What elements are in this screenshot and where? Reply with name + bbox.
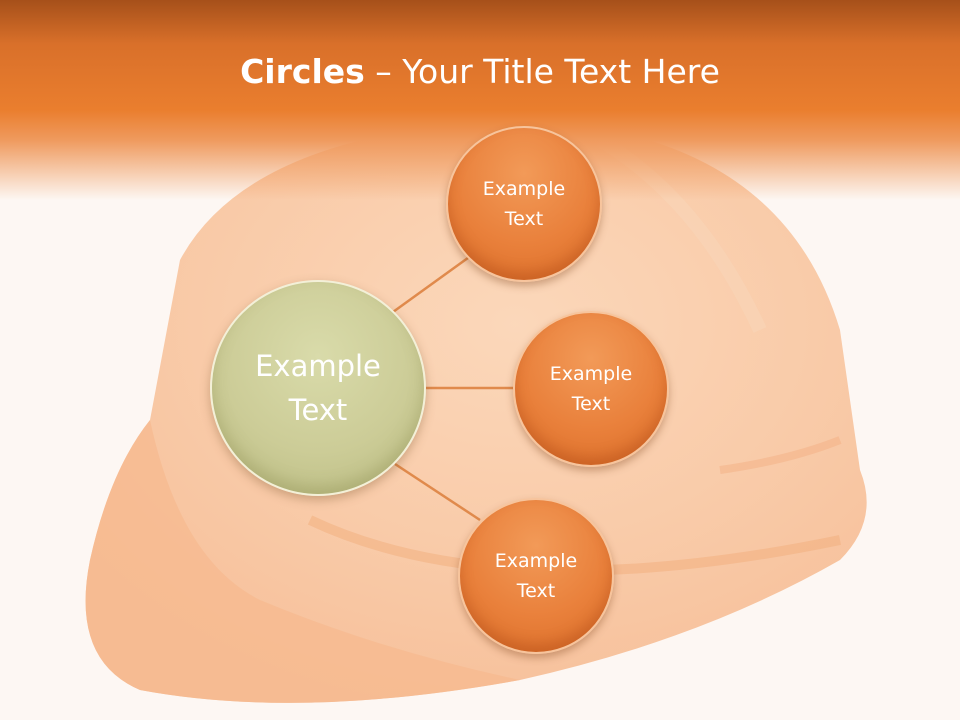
title-bold-part: Circles (240, 52, 365, 91)
center-circle-line2: Text (288, 393, 348, 427)
node-circle-middle[interactable]: Example Text (513, 311, 669, 467)
node-circle-bottom[interactable]: Example Text (458, 498, 614, 654)
node-circle-middle-line2: Text (571, 393, 611, 415)
node-circle-top[interactable]: Example Text (446, 126, 602, 282)
center-circle-line1: Example (255, 349, 381, 383)
node-circle-top-line1: Example (482, 178, 566, 200)
node-circle-bottom-line2: Text (516, 580, 556, 602)
connector-line-bottom (394, 462, 481, 522)
node-circle-middle-line1: Example (549, 363, 633, 385)
page-title: Circles – Your Title Text Here (0, 52, 960, 91)
node-circle-top-line2: Text (504, 208, 544, 230)
node-circle-bottom-line1: Example (494, 550, 578, 572)
connector-line-top (392, 253, 473, 314)
title-rest-part: – Your Title Text Here (364, 52, 720, 91)
center-circle[interactable]: Example Text (210, 280, 426, 496)
